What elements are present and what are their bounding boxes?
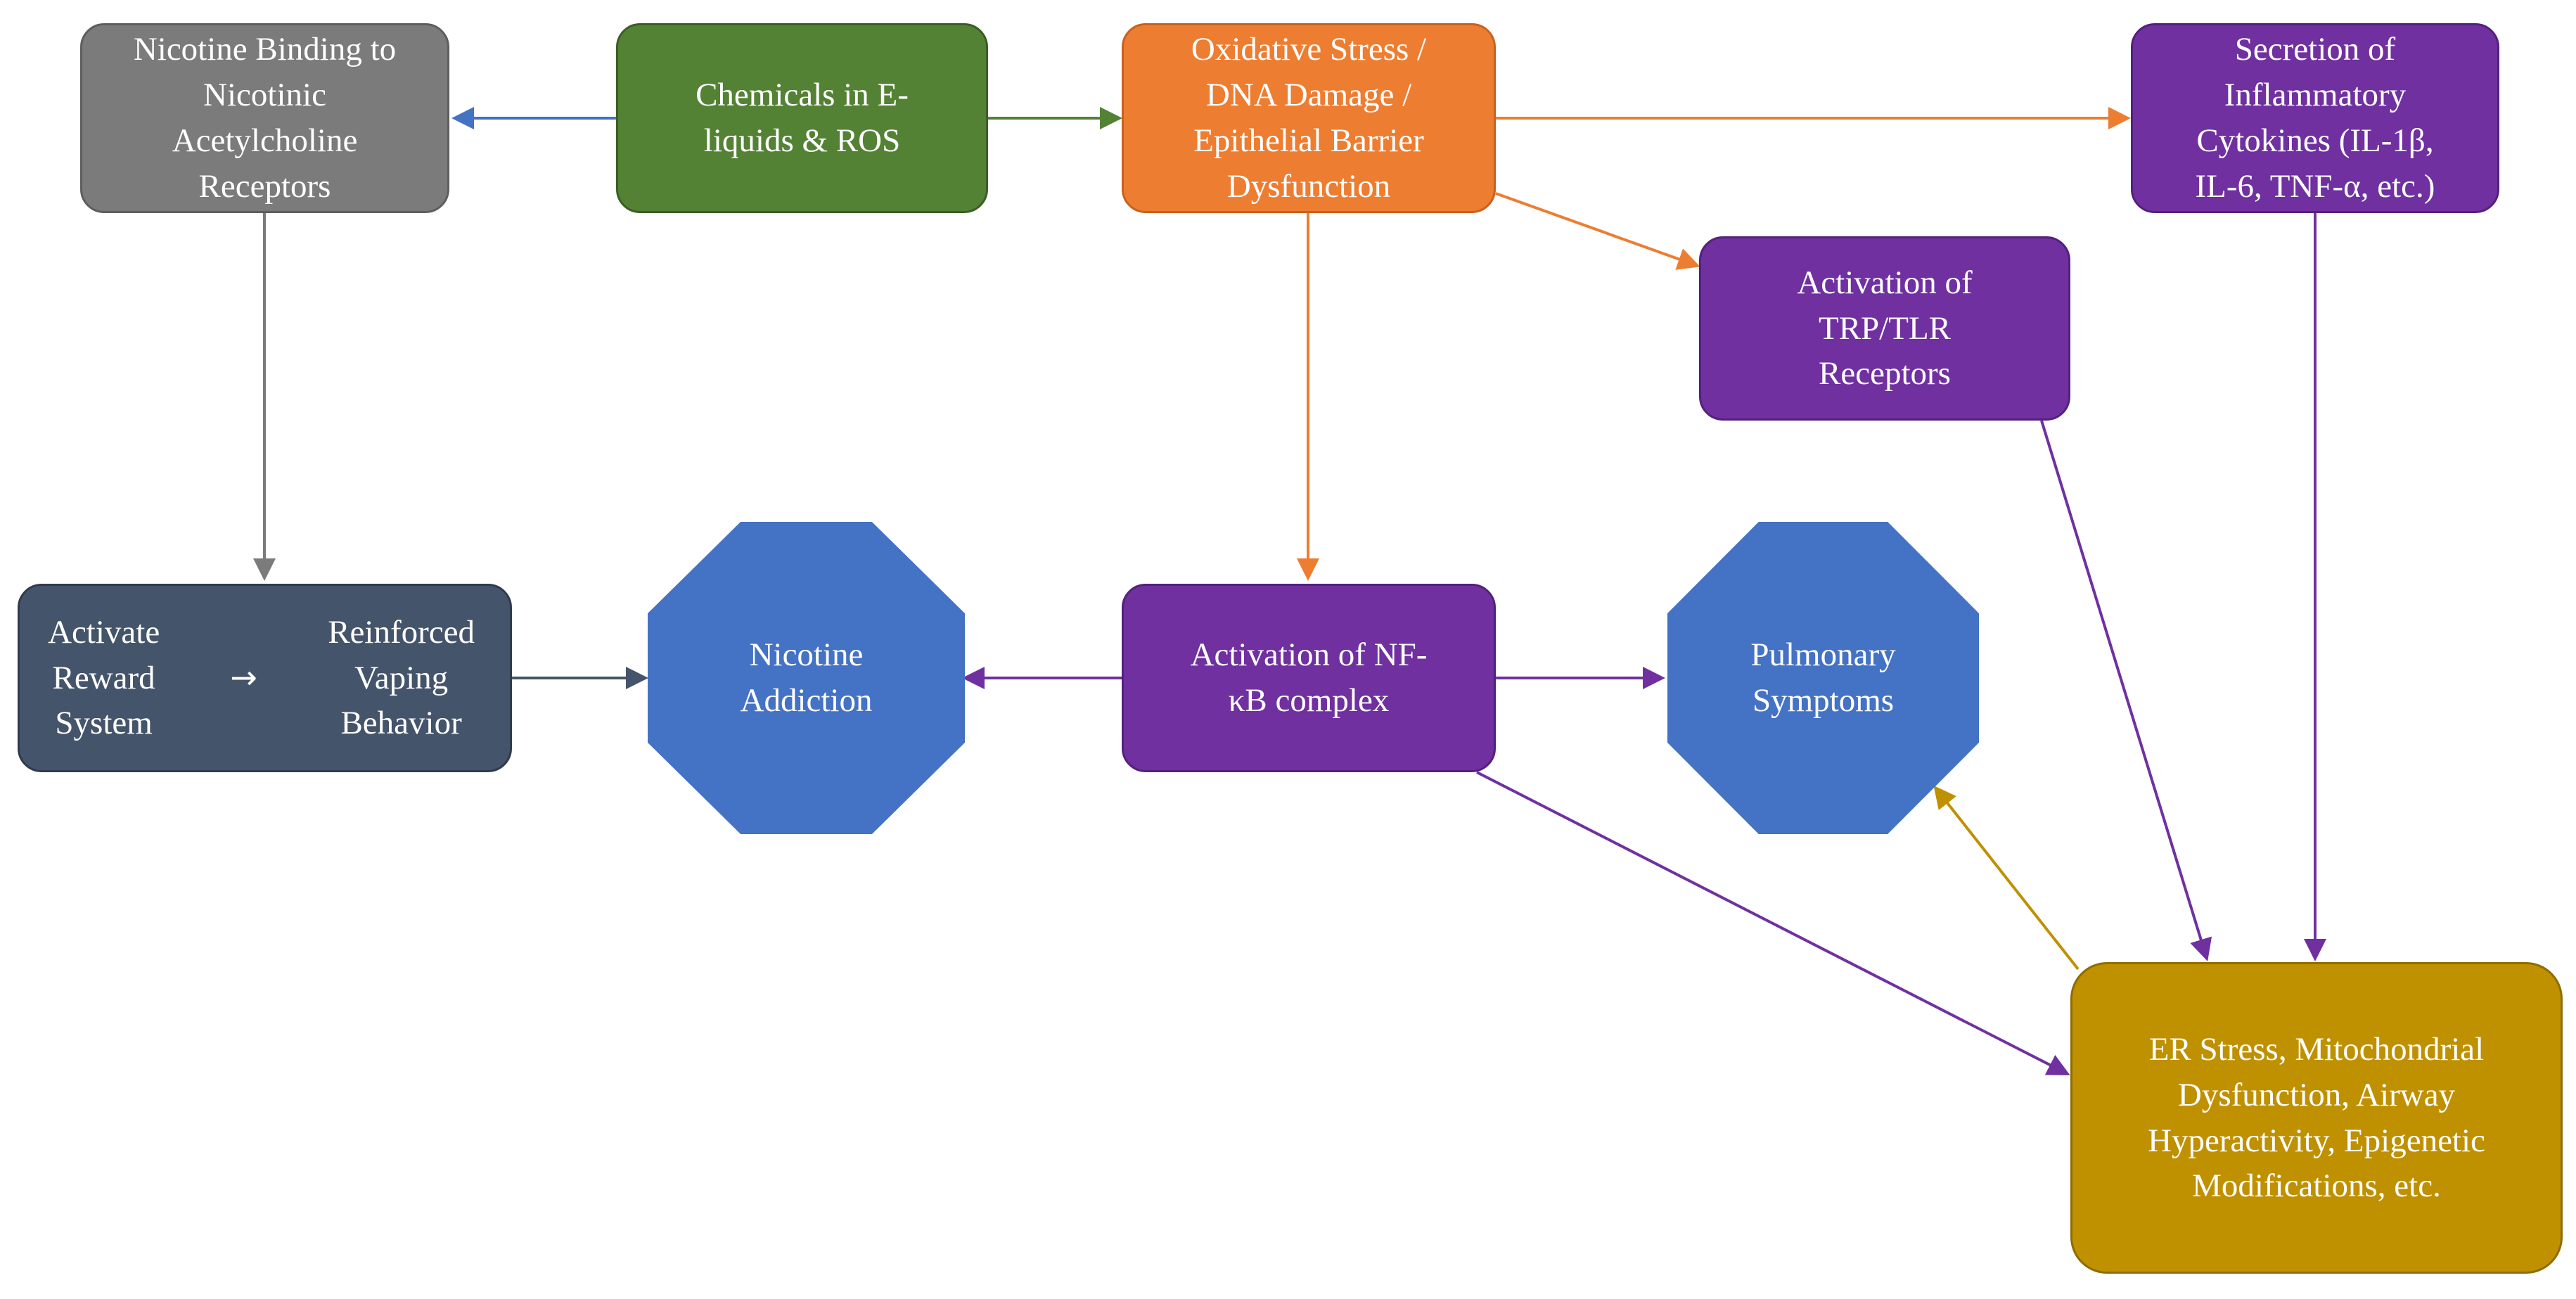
- node-nicotine-addiction: Nicotine Addiction: [648, 522, 965, 834]
- edge-oxidative-to-trp-tlr: [1495, 192, 1700, 270]
- node-nfkb-label: Activation of NF- κB complex: [1190, 636, 1428, 719]
- node-oxidative-stress-label: Oxidative Stress / DNA Damage / Epitheli…: [1191, 31, 1427, 205]
- node-reward-right-label: Reinforced Vaping Behavior: [328, 613, 475, 742]
- node-oxidative-stress: Oxidative Stress / DNA Damage / Epitheli…: [1122, 23, 1496, 213]
- node-er-stress: ER Stress, Mitochondrial Dysfunction, Ai…: [2070, 962, 2563, 1274]
- edge-nfkb-to-er-stress: [1476, 771, 2070, 1075]
- edge-er-stress-to-pulmonary: [1933, 785, 2080, 971]
- node-reward-system: Activate Reward System → Reinforced Vapi…: [18, 584, 512, 772]
- node-cytokines-label: Secretion of Inflammatory Cytokines (IL-…: [2195, 31, 2435, 205]
- node-chemicals-label: Chemicals in E- liquids & ROS: [696, 77, 909, 159]
- node-trp-tlr-label: Activation of TRP/TLR Receptors: [1797, 264, 1973, 392]
- node-nicotine-addiction-label: Nicotine Addiction: [740, 636, 873, 719]
- node-reward-left-label: Activate Reward System: [48, 613, 160, 742]
- node-nicotine-binding-label: Nicotine Binding to Nicotinic Acetylchol…: [133, 31, 397, 205]
- node-pulmonary-symptoms: Pulmonary Symptoms: [1667, 522, 1979, 834]
- node-nfkb: Activation of NF- κB complex: [1122, 584, 1496, 772]
- node-chemicals: Chemicals in E- liquids & ROS: [616, 23, 988, 213]
- node-er-stress-label: ER Stress, Mitochondrial Dysfunction, Ai…: [2148, 1030, 2485, 1205]
- node-pulmonary-symptoms-label: Pulmonary Symptoms: [1750, 636, 1896, 719]
- node-cytokines: Secretion of Inflammatory Cytokines (IL-…: [2131, 23, 2499, 213]
- edge-trp-tlr-to-er-stress: [2040, 420, 2212, 961]
- node-trp-tlr: Activation of TRP/TLR Receptors: [1699, 236, 2070, 421]
- node-nicotine-binding: Nicotine Binding to Nicotinic Acetylchol…: [80, 23, 449, 213]
- right-arrow-icon: →: [230, 658, 257, 697]
